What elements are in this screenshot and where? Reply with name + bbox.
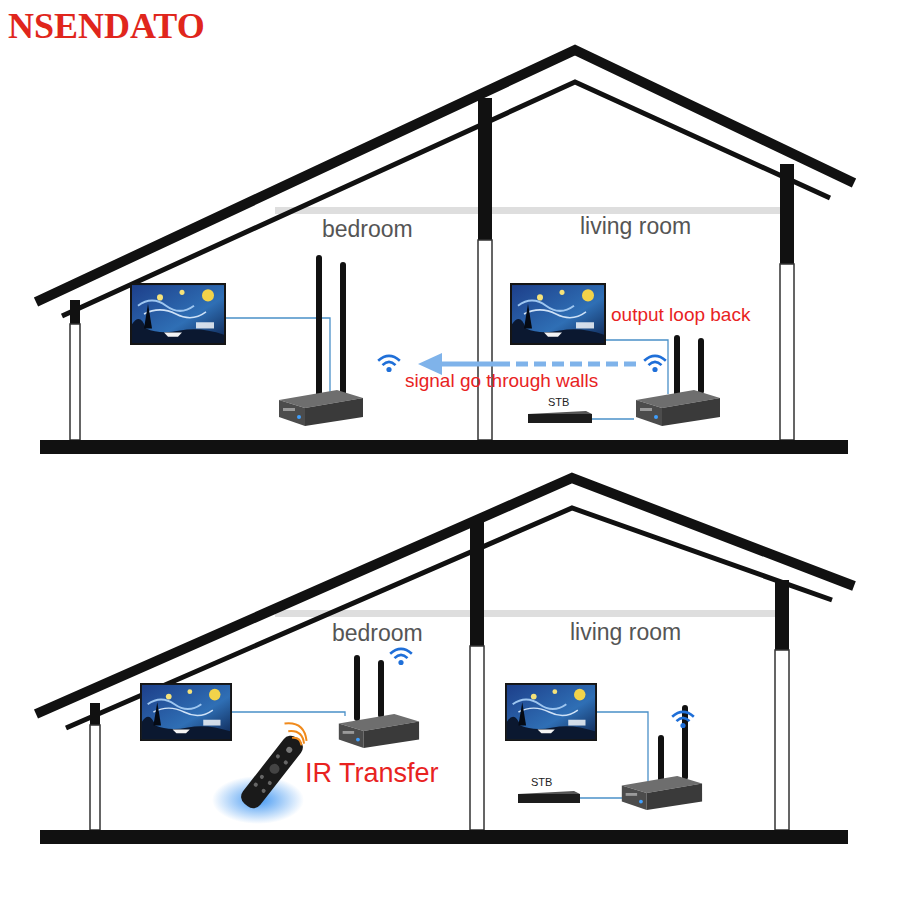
room-label: bedroom	[332, 620, 423, 646]
room-label: living room	[580, 213, 691, 239]
device-label: STB	[548, 396, 569, 409]
wifi-icon	[378, 356, 400, 372]
receiver	[279, 390, 363, 426]
room-label: bedroom	[322, 216, 413, 242]
stb-box	[518, 411, 592, 803]
remote-control	[212, 718, 311, 824]
tv	[140, 683, 232, 741]
cables	[226, 318, 668, 798]
callout-text: IR Transfer	[305, 758, 439, 789]
wifi-icon	[390, 649, 412, 665]
tv	[505, 683, 597, 741]
callout-text: signal go through walls	[405, 370, 598, 392]
transmitter	[636, 390, 720, 426]
callout-text: output loop back	[611, 304, 750, 326]
top-house	[36, 50, 854, 454]
brand-logo: NSENDATO	[8, 6, 205, 47]
bottom-house	[36, 478, 854, 844]
receiver	[339, 714, 419, 748]
wifi-icon	[644, 356, 666, 372]
tv	[510, 283, 606, 345]
device-label: STB	[531, 776, 552, 789]
room-label: living room	[570, 619, 681, 645]
antennas	[316, 255, 704, 783]
transmitter	[622, 776, 702, 810]
wifi-icon	[672, 712, 694, 728]
tv	[130, 283, 226, 345]
